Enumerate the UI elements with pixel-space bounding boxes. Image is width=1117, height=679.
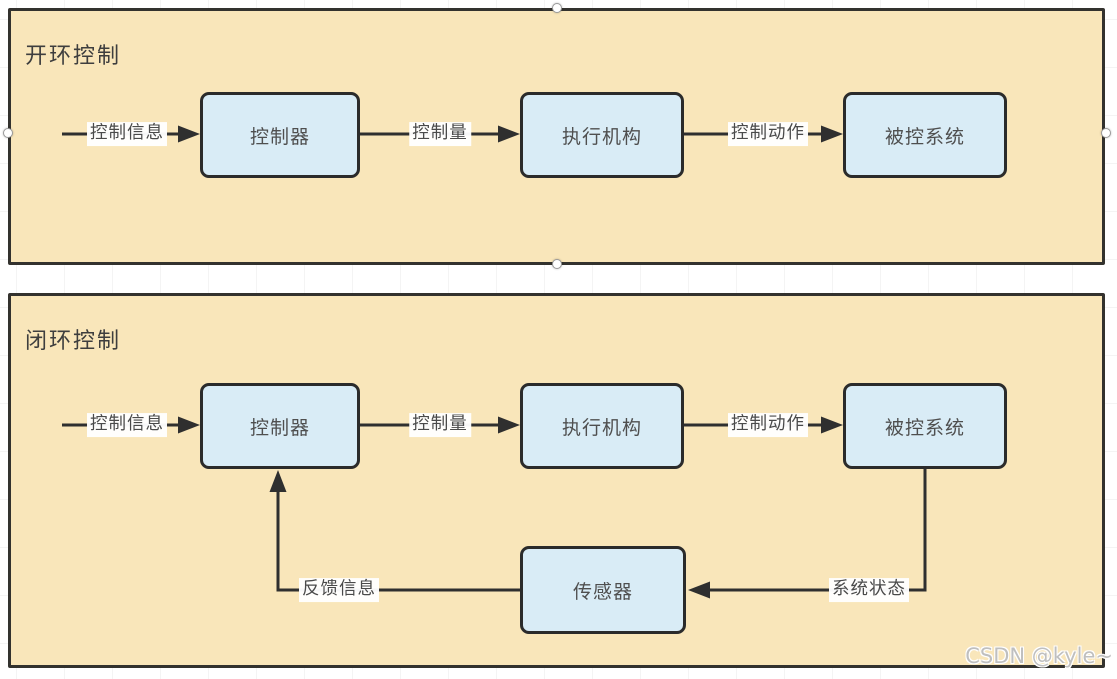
edge-label-control-quantity[interactable]: 控制量 [409, 122, 471, 146]
node-label: 控制器 [249, 125, 310, 148]
edge-label-system-state[interactable]: 系统状态 [829, 578, 909, 602]
arrowhead-icon [688, 581, 710, 599]
arrowhead-icon [498, 125, 520, 143]
node-controller[interactable]: 控制器 [200, 92, 360, 178]
resize-handle-right[interactable] [1101, 128, 1111, 138]
arrowhead-icon [821, 125, 843, 143]
closed-loop-panel-title: 闭环控制 [25, 329, 122, 354]
node-sensor[interactable]: 传感器 [520, 546, 686, 634]
node-label: 执行机构 [561, 416, 642, 439]
edge-label-control-quantity[interactable]: 控制量 [409, 413, 471, 437]
node-label: 控制器 [249, 416, 310, 439]
node-controller[interactable]: 控制器 [200, 383, 360, 469]
node-label: 被控系统 [884, 416, 965, 439]
connector-feedback-info[interactable] [269, 470, 521, 592]
open-loop-panel[interactable]: 开环控制 控制器 执行机构 被控系统 控制信息 控制量 控制动 [8, 8, 1105, 265]
edge-label-control-info[interactable]: 控制信息 [87, 122, 167, 146]
resize-handle-bottom[interactable] [552, 259, 562, 269]
node-label: 执行机构 [561, 125, 642, 148]
resize-handle-top[interactable] [552, 3, 562, 13]
edge-label-feedback-info[interactable]: 反馈信息 [299, 578, 379, 602]
resize-handle-left[interactable] [3, 128, 13, 138]
edge-label-control-info[interactable]: 控制信息 [87, 413, 167, 437]
arrowhead-icon [821, 416, 843, 434]
node-label: 传感器 [572, 580, 633, 603]
closed-loop-panel[interactable]: 闭环控制 控制器 [8, 293, 1105, 668]
csdn-watermark: CSDN @kyle~ [965, 644, 1113, 668]
edge-label-control-action[interactable]: 控制动作 [728, 413, 808, 437]
arrowhead-icon [498, 416, 520, 434]
arrowhead-icon [269, 470, 287, 492]
node-actuator[interactable]: 执行机构 [520, 92, 684, 178]
arrowhead-icon [178, 125, 200, 143]
connector-line [276, 490, 520, 592]
node-actuator[interactable]: 执行机构 [520, 383, 684, 469]
connector-line [710, 468, 927, 592]
edge-label-control-action[interactable]: 控制动作 [728, 122, 808, 146]
node-label: 被控系统 [884, 125, 965, 148]
connector-system-state[interactable] [688, 468, 927, 599]
open-loop-panel-title: 开环控制 [25, 44, 122, 69]
node-controlled-system[interactable]: 被控系统 [843, 383, 1007, 469]
node-controlled-system[interactable]: 被控系统 [843, 92, 1007, 178]
arrowhead-icon [178, 416, 200, 434]
